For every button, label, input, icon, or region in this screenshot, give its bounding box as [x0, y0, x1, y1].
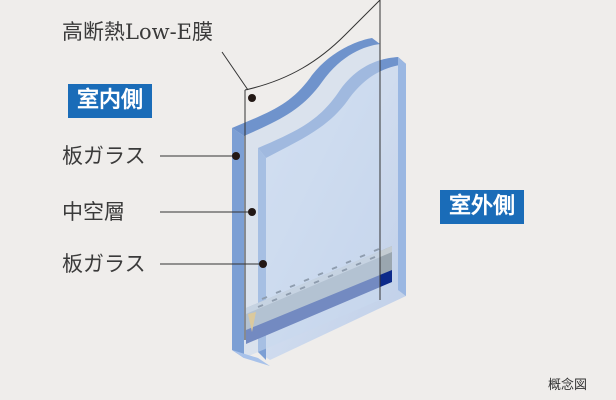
label-glass-bottom: 板ガラス	[62, 252, 146, 276]
front-glass-pane	[232, 38, 380, 366]
label-glass-top: 板ガラス	[62, 144, 146, 168]
label-outdoor: 室外側	[440, 190, 525, 224]
glass-top-dot	[232, 152, 240, 160]
glass-bottom-dot	[259, 260, 267, 268]
label-air-layer: 中空層	[62, 200, 125, 224]
label-concept: 概念図	[548, 378, 588, 393]
low-e-dot	[248, 94, 256, 102]
air-layer-dot	[248, 208, 256, 216]
label-low-e: 高断熱Low-E膜	[62, 20, 213, 44]
label-indoor: 室内側	[68, 84, 153, 118]
leader-lines	[160, 0, 381, 340]
